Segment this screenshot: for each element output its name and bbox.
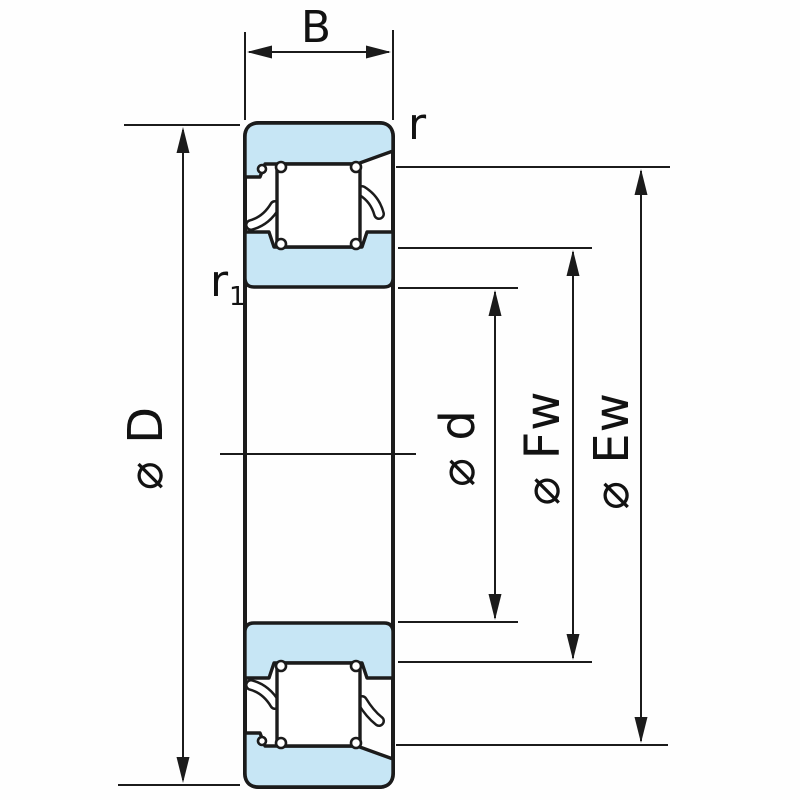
label-outer-raceway-diameter: ⌀ Ew [584, 392, 640, 510]
dimension-width-b: B [244, 2, 394, 120]
dimension-outer-raceway-diameter: ⌀ Ew [396, 166, 670, 746]
dimension-inner-raceway-diameter: ⌀ Fw [398, 247, 592, 663]
label-outside-diameter: ⌀ D [118, 406, 174, 490]
roller-bottom-section [275, 661, 362, 748]
cage-bottom-section [245, 679, 385, 727]
roller-top-corner-reliefs [256, 160, 363, 251]
dimension-outside-diameter: ⌀ D [118, 124, 240, 786]
dimension-bore-diameter: ⌀ d [398, 287, 518, 623]
label-width-b: B [301, 2, 331, 53]
label-inner-raceway-diameter: ⌀ Fw [515, 390, 571, 505]
inner-ring-top-section [243, 230, 395, 289]
roller-top-section [275, 162, 362, 249]
roller-bottom-corner-reliefs [256, 659, 363, 750]
label-inner-chamfer-r1-base: r [210, 256, 229, 307]
label-outer-chamfer-r: r [408, 99, 427, 150]
label-inner-chamfer-r1: r 1 [210, 256, 246, 312]
label-inner-chamfer-r1-subscript: 1 [229, 282, 246, 312]
label-bore-diameter: ⌀ d [430, 409, 486, 487]
cage-top-section [245, 185, 385, 231]
inner-ring-bottom-section [243, 621, 395, 680]
